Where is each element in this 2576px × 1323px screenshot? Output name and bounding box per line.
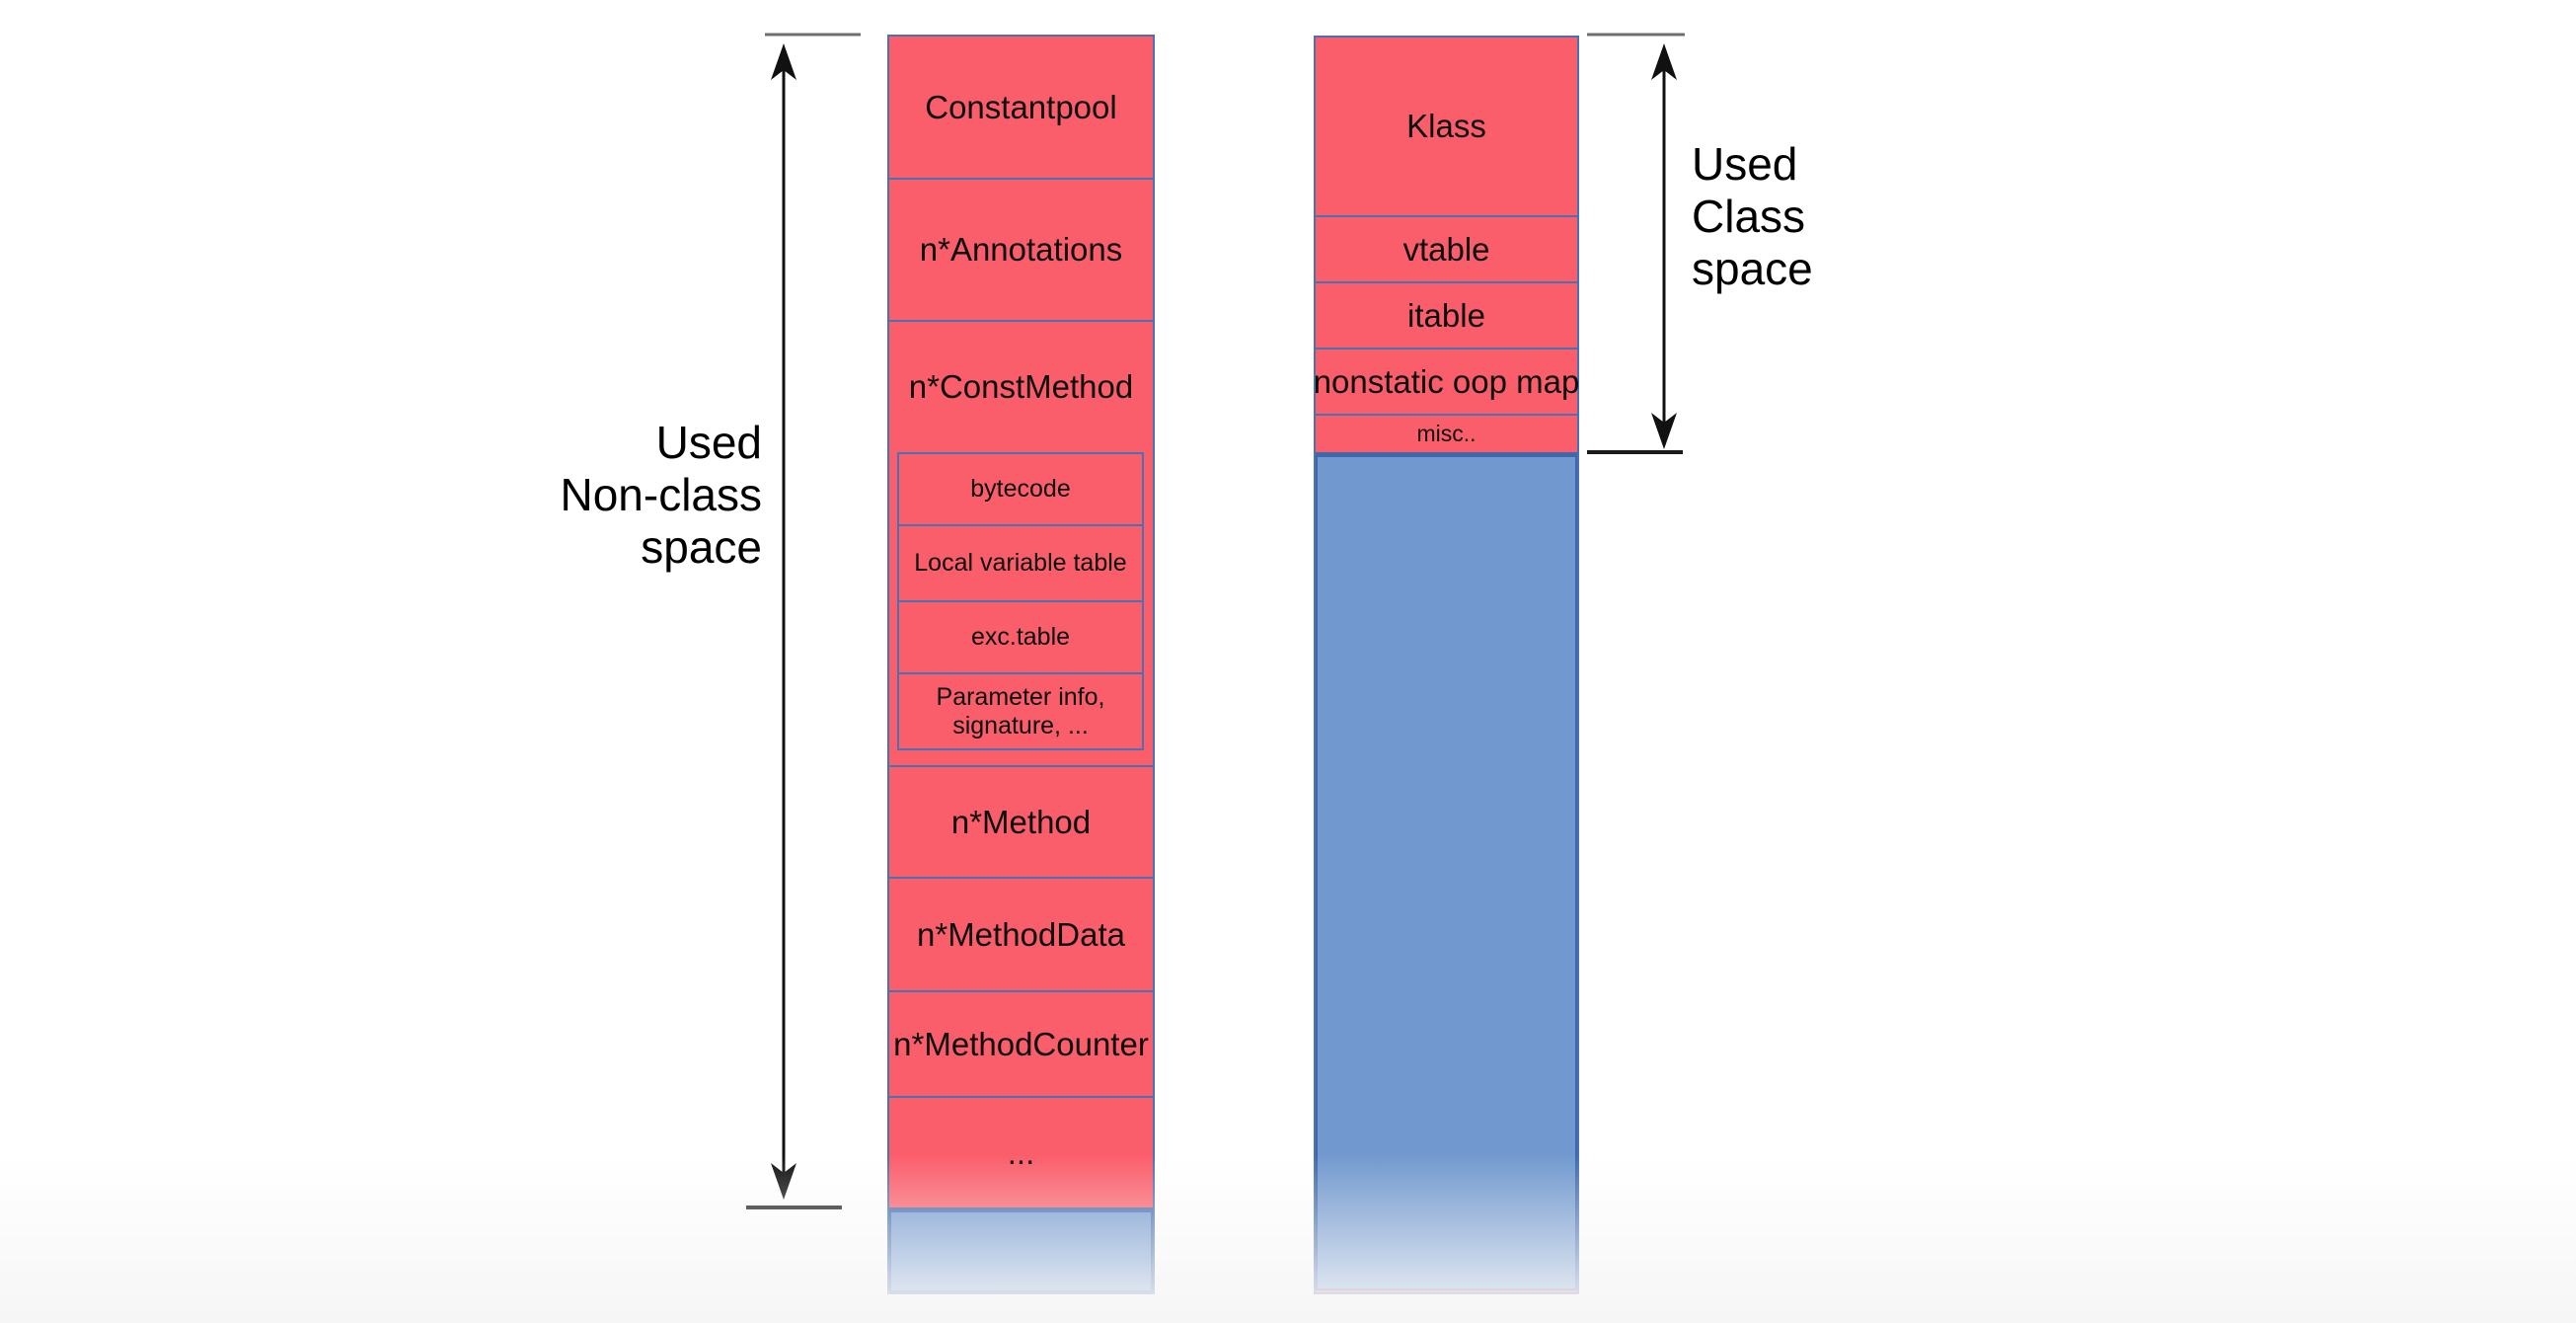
class-arrowhead-down-icon: [1651, 413, 1677, 449]
class-space-label: Used Class space: [1692, 138, 1813, 295]
section-methodcounter: n*MethodCounter: [889, 990, 1153, 1096]
class-space-label-line3: space: [1692, 243, 1813, 294]
section-methoddata: n*MethodData: [889, 877, 1153, 990]
nonclass-space-label-line2: Non-class: [560, 469, 762, 520]
section-local-variable-table: Local variable table: [897, 524, 1144, 602]
class-free-space: [1316, 452, 1577, 1290]
section-constantpool: Constantpool: [889, 37, 1153, 178]
section-constmethod-label: n*ConstMethod: [908, 368, 1134, 405]
section-exc-table: exc.table: [897, 600, 1144, 674]
section-nonclass-ellipsis: ...: [889, 1096, 1153, 1207]
section-parameter-info-line2: signature, ...: [952, 711, 1089, 739]
section-nonstatic-oop-map: nonstatic oop map: [1314, 348, 1579, 414]
section-misc: misc..: [1316, 414, 1577, 452]
class-space-column: Klass vtable itable nonstatic oop map mi…: [1314, 36, 1579, 1294]
nonclass-free-space: [889, 1207, 1153, 1292]
nonclass-space-label-line1: Used: [655, 417, 762, 468]
section-itable: itable: [1316, 281, 1577, 348]
nonclass-arrowhead-up-icon: [771, 43, 796, 80]
section-annotations: n*Annotations: [889, 178, 1153, 320]
section-method: n*Method: [889, 765, 1153, 877]
constmethod-parts: bytecode Local variable table exc.table …: [897, 452, 1144, 750]
nonclass-space-label-line3: space: [641, 521, 762, 573]
class-arrowhead-up-icon: [1651, 43, 1677, 80]
nonclass-space-column: Constantpool n*Annotations n*ConstMethod…: [887, 35, 1155, 1294]
class-space-label-line2: Class: [1692, 191, 1806, 242]
class-space-label-line1: Used: [1692, 138, 1798, 190]
section-parameter-info-line1: Parameter info,: [936, 683, 1105, 711]
section-klass: Klass: [1316, 38, 1577, 215]
section-parameter-info: Parameter info, signature, ...: [897, 672, 1144, 750]
section-vtable: vtable: [1316, 215, 1577, 281]
section-bytecode: bytecode: [897, 452, 1144, 526]
section-constmethod: n*ConstMethod bytecode Local variable ta…: [889, 320, 1153, 765]
nonclass-space-label: Used Non-class space: [560, 417, 762, 574]
